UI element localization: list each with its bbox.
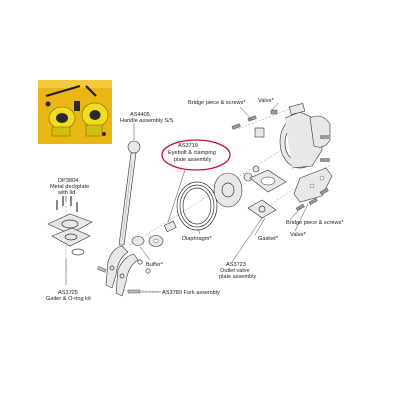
label-as3723-code: AS3723: [226, 262, 246, 268]
fork-assembly: [97, 245, 151, 297]
label-diaphragm: Diaphragm*: [182, 236, 212, 242]
top-valve-parts: [231, 109, 278, 138]
leader-lines: [65, 102, 309, 293]
fork-right: [115, 253, 139, 297]
buffer-parts: [131, 220, 177, 247]
deckplate: [47, 196, 93, 256]
label-bridge-right: Bridge piece & screws*: [286, 220, 344, 226]
label-as3723-line2: plate assembly: [219, 274, 257, 280]
handle-knob: [127, 140, 141, 154]
fork-left: [105, 245, 129, 289]
label-as3725-code: AS3725: [58, 290, 78, 296]
label-as3719-code: AS3719: [178, 143, 198, 149]
label-as3725-line1: Gaiter & O-ring kit: [46, 296, 91, 302]
handle-shaft: [118, 152, 137, 246]
right-bracket: [293, 167, 333, 212]
label-gasket: Gasket*: [258, 236, 279, 242]
outlet-valve-plate: [247, 169, 287, 219]
pump-photo: [38, 80, 112, 144]
buffer: [131, 236, 145, 246]
label-as3719-line2: plate assembly: [174, 157, 212, 163]
deckplate-plate: [47, 213, 93, 235]
labels: AS4405 Handle assembly S/S Bridge piece …: [46, 98, 344, 302]
callout-ring: [161, 139, 231, 171]
label-as4405-code: AS4405: [130, 112, 150, 118]
label-buffer: Buffer*: [146, 262, 164, 268]
label-as3719-line1: Eyebolt & clamping: [168, 150, 216, 156]
label-dp3804-code: DP3804: [58, 178, 78, 184]
handle-assembly: [118, 140, 141, 246]
pump-body: [279, 102, 331, 169]
label-bridge-top: Bridge piece & screws*: [188, 100, 246, 106]
clamping-plate: [213, 165, 260, 208]
label-as3723-line1: Outlet valve: [220, 268, 250, 274]
label-dp3804-line2: with lid: [57, 190, 75, 196]
label-valve-top: Valve*: [258, 98, 275, 104]
label-as3780: AS3780 Fork assembly: [162, 290, 220, 296]
diaphragm: [176, 181, 218, 231]
outlet-plate: [247, 199, 277, 219]
label-dp3804-line1: Metal deckplate: [50, 184, 89, 190]
eyebolt: [163, 220, 177, 233]
label-valve-right: Valve*: [290, 232, 307, 238]
fork-pin: [127, 289, 141, 294]
label-as4405-name: Handle assembly S/S: [120, 118, 174, 124]
valve-top: [254, 127, 265, 138]
